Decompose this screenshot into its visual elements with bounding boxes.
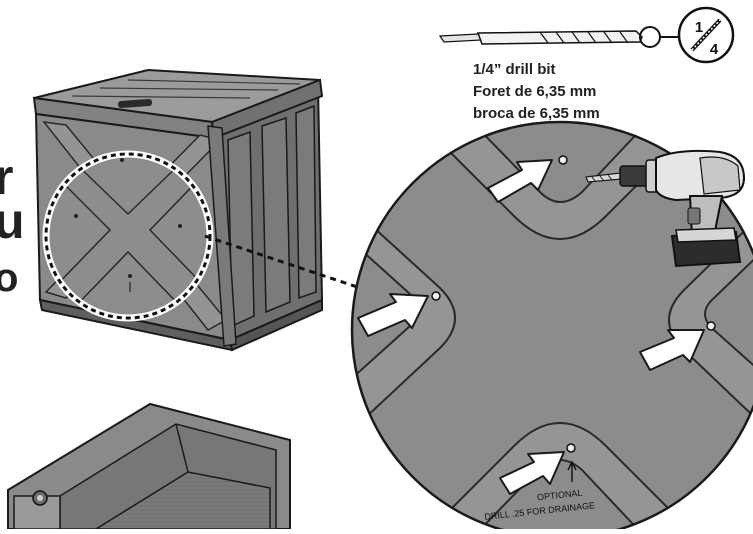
drill-bit (438, 26, 680, 48)
power-drill (585, 149, 746, 268)
arrow-right (639, 329, 705, 371)
edge-letter-1: r (0, 149, 14, 205)
edge-letter-3: o (0, 256, 19, 300)
lower-box (7, 402, 291, 530)
arrow-top (487, 159, 553, 203)
bottom-text-line1: OPTIONAL (537, 488, 583, 503)
edge-letter-2: u (0, 193, 25, 249)
detail-circle-large: OPTIONAL DRILL .25 FOR DRAINAGE (350, 120, 753, 534)
caption-spanish: broca de 6,35 mm (473, 105, 600, 122)
callout-numerator: 1 (695, 19, 703, 36)
caption-french: Foret de 6,35 mm (473, 83, 597, 100)
leader-line (204, 234, 385, 298)
arrow-left (357, 293, 429, 337)
callout-denominator: 4 (710, 41, 719, 58)
arrow-bottom (499, 451, 565, 495)
detail-circle-small (42, 150, 214, 322)
bit-size-callout: 1 4 (677, 6, 735, 64)
caption-english: 1/4” drill bit (473, 61, 556, 78)
